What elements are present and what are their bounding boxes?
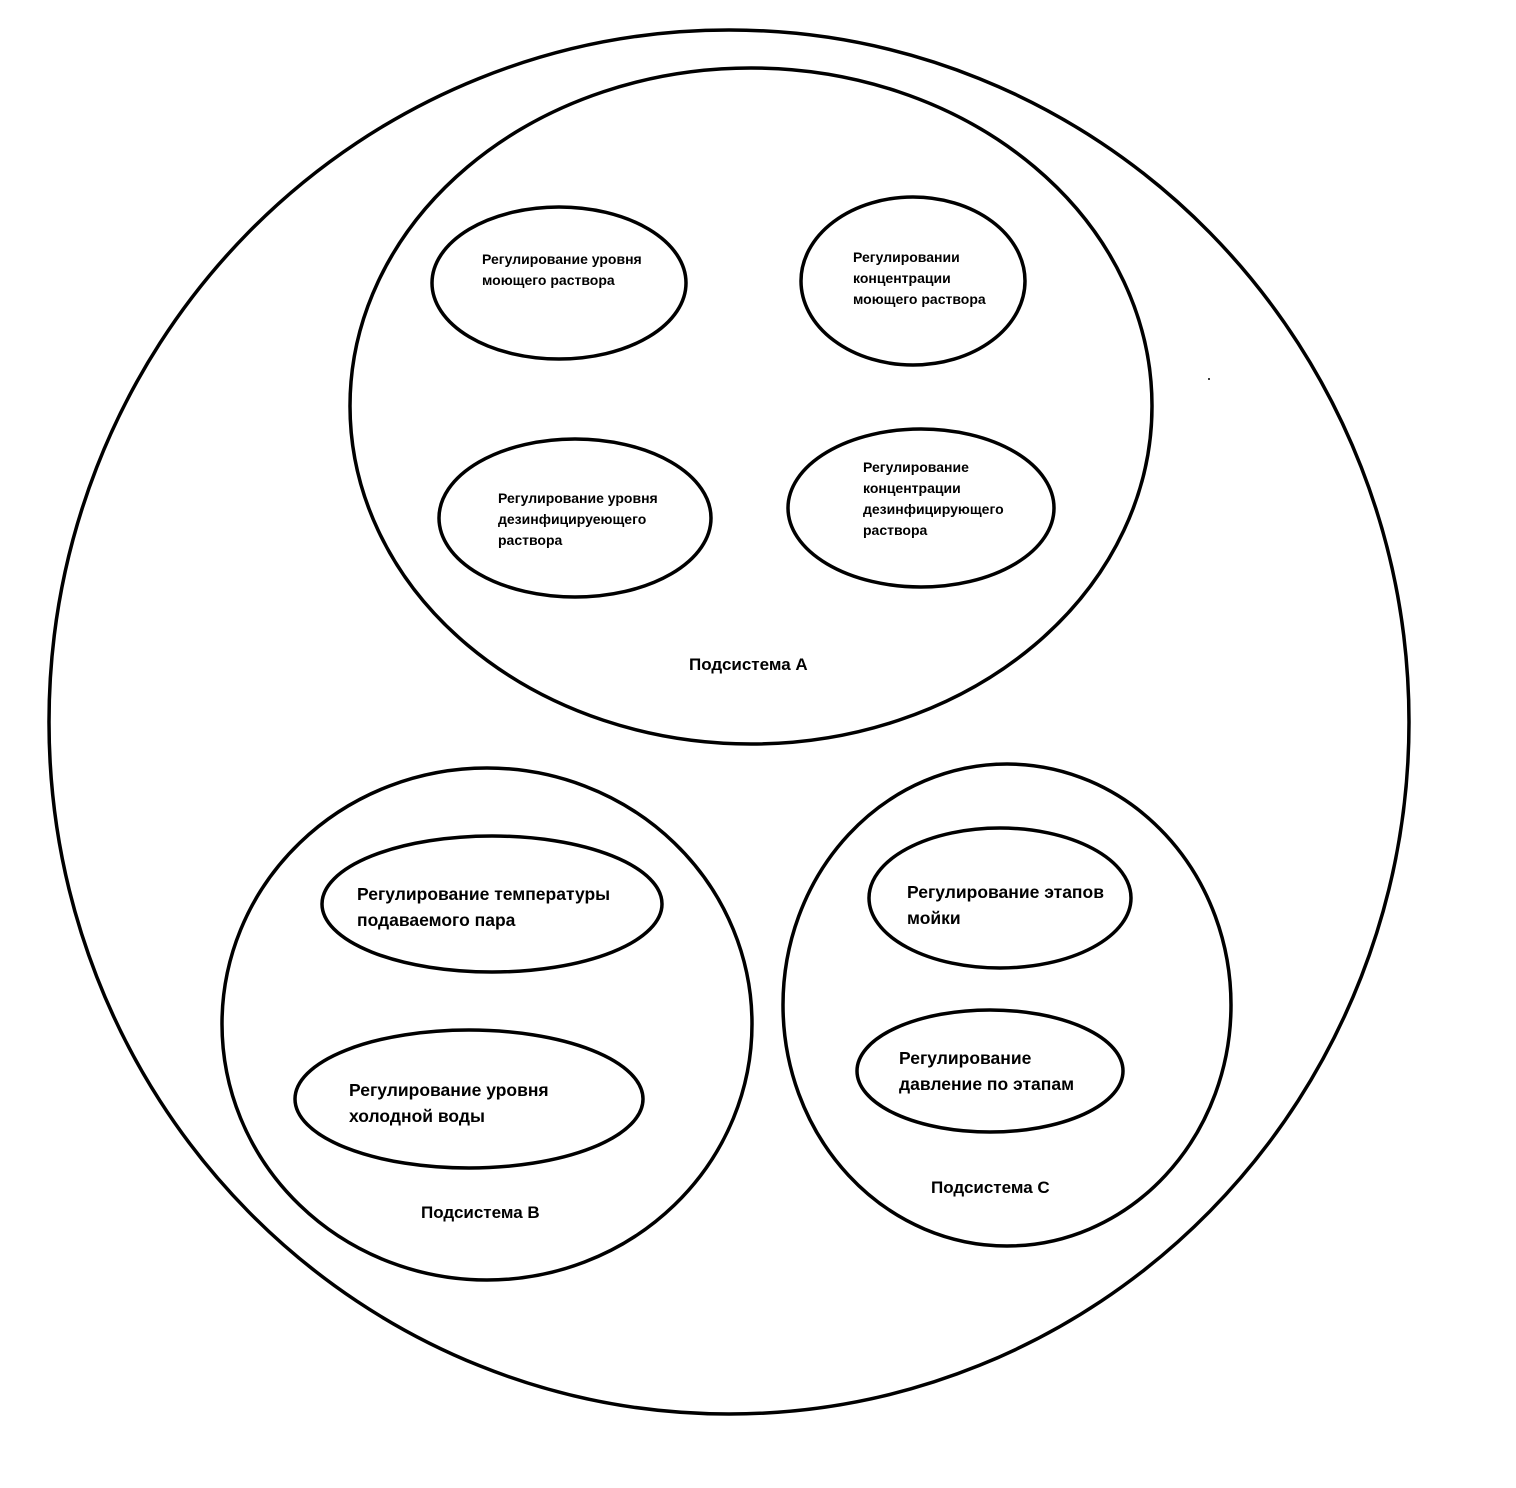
node-a3-label: Регулирование уровня дезинфицируеющего р… xyxy=(498,490,658,548)
node-c2-label: Регулирование давление по этапам xyxy=(899,1048,1075,1094)
system-boundary xyxy=(47,28,1411,1416)
node-b2-label: Регулирование уровня холодной воды xyxy=(349,1080,549,1126)
node-a4 xyxy=(786,427,1056,589)
node-a2-label: Регулировании концентрации моющего раств… xyxy=(853,249,986,307)
node-a4-label: Регулирование концентрации дезинфицирующ… xyxy=(863,459,1004,538)
node-b2 xyxy=(293,1028,645,1170)
subsystem-a-title: Подсистема А xyxy=(689,655,808,674)
node-a2 xyxy=(799,195,1027,367)
node-c2 xyxy=(855,1008,1125,1134)
node-a1 xyxy=(430,205,688,361)
stray-dot xyxy=(1208,378,1210,380)
subsystem-b-title: Подсистема В xyxy=(421,1203,540,1222)
subsystem-c-title: Подсистема С xyxy=(931,1178,1050,1197)
node-c1-label: Регулирование этапов мойки xyxy=(907,882,1104,928)
node-b1-label: Регулирование температуры подаваемого па… xyxy=(357,884,611,930)
subsystem-a-boundary xyxy=(348,66,1154,746)
subsystem-c-boundary xyxy=(781,762,1233,1248)
subsystem-b-boundary xyxy=(220,766,754,1282)
node-a1-label: Регулирование уровня моющего раствора xyxy=(482,251,642,288)
node-c1 xyxy=(867,826,1133,970)
node-a3 xyxy=(437,437,713,599)
node-b1 xyxy=(320,834,664,974)
